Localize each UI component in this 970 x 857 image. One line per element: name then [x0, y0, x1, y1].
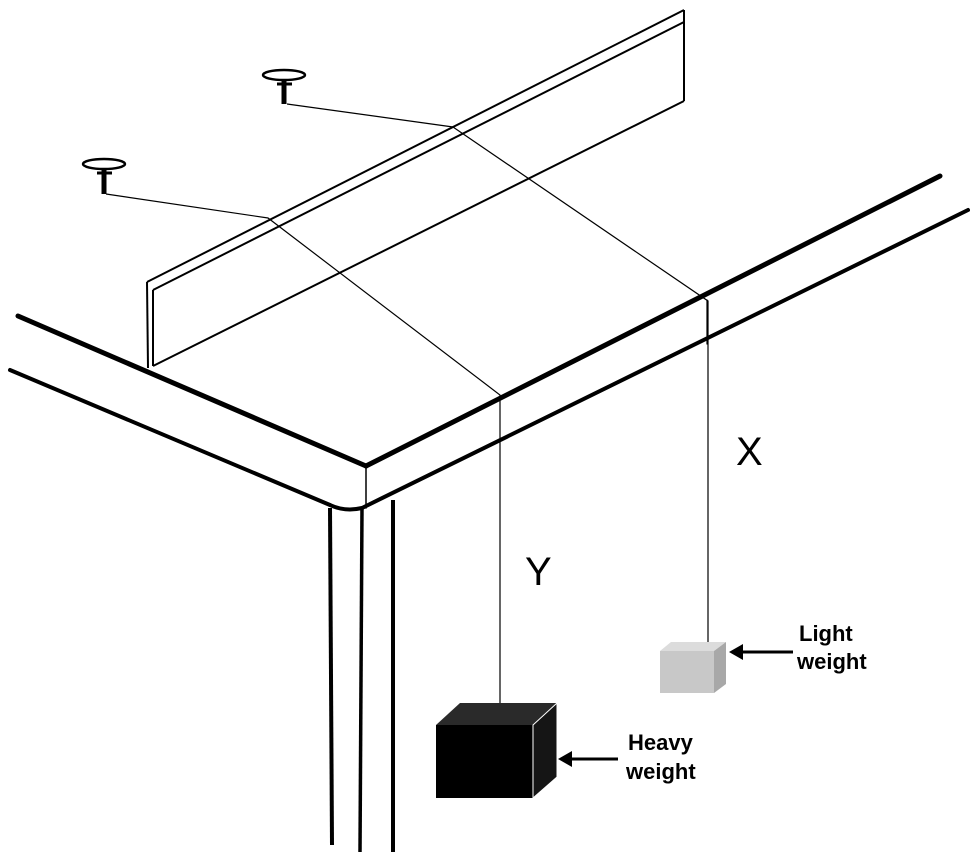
board-bottom-edge: [152, 100, 685, 367]
heavy-box-top: [436, 703, 557, 725]
arrow-heavy-head: [558, 751, 572, 767]
label-x: X: [736, 430, 763, 474]
heavy-box-side: [532, 701, 558, 800]
light-box-top: [660, 642, 726, 651]
heavy-box-front: [436, 725, 533, 798]
label-y: Y: [525, 550, 552, 594]
table-edge-left-inner: [8, 368, 332, 507]
left-arrow-icon: [558, 644, 793, 767]
light-box-front: [660, 651, 714, 693]
table-leg: [328, 500, 395, 853]
pin-head-right: [261, 68, 307, 82]
label-heavy-line1: Heavy: [628, 730, 694, 755]
table-edge-right-inner: [360, 208, 970, 510]
table-edge-right-outer: [363, 173, 943, 469]
heavy-weight-box: [436, 701, 558, 800]
board-top-edge: [146, 9, 685, 283]
label-heavy-line2: weight: [625, 759, 696, 784]
string-x: [286, 103, 709, 645]
pin-head-left: [81, 157, 127, 171]
table-leg-middle: [358, 507, 364, 853]
light-weight-box: [660, 642, 726, 693]
pushpin-icon: [81, 68, 307, 194]
table-leg-left: [328, 507, 334, 846]
table-corner: [328, 503, 364, 512]
board: [146, 9, 685, 369]
light-box-side: [714, 642, 726, 693]
board-top-inner: [152, 21, 685, 291]
label-light-line2: weight: [796, 649, 867, 674]
string-y: [105, 193, 501, 703]
table-edge-left-outer: [15, 313, 369, 469]
strings: [105, 103, 709, 703]
board-left-outer: [146, 281, 149, 369]
arrow-light-head: [729, 644, 743, 660]
table-top: [8, 173, 970, 512]
label-light-line1: Light: [799, 621, 853, 646]
